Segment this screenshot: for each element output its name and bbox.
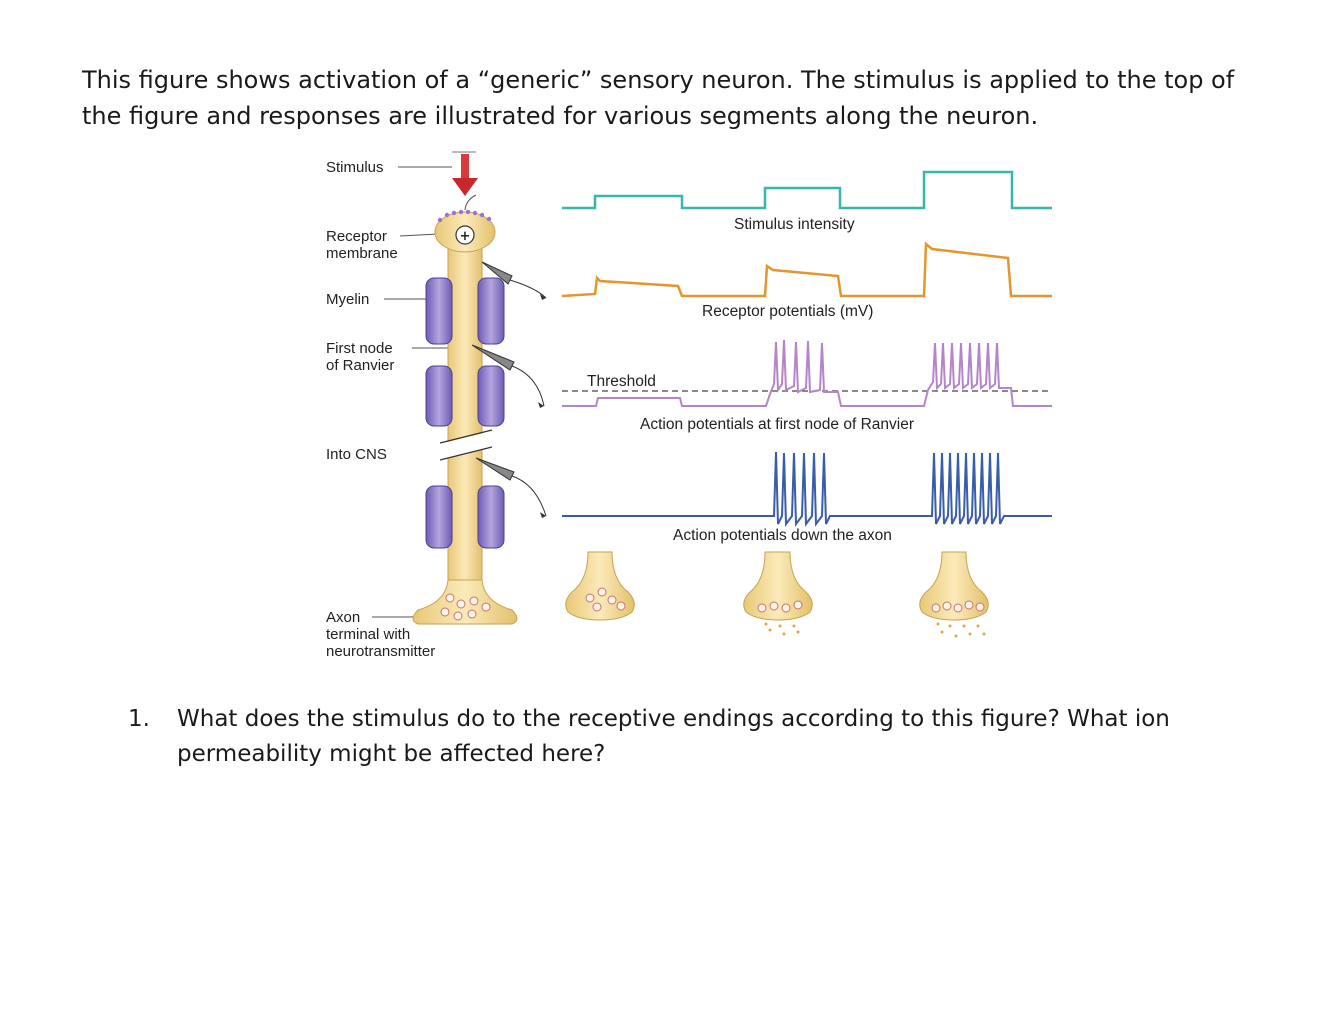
- axon-action-potentials-caption: Action potentials down the axon: [673, 527, 892, 544]
- stimulus-intensity-caption: Stimulus intensity: [734, 216, 855, 233]
- myelin-sheath-1: [425, 277, 505, 345]
- label-neurotransmitter: neurotransmitter: [326, 643, 435, 660]
- neuron-drawing: +: [412, 151, 547, 625]
- left-labels: Stimulus Receptor membrane Myelin First …: [326, 159, 452, 660]
- vesicles: [440, 593, 491, 621]
- electrode-axon: [475, 457, 547, 518]
- label-first-node: First node: [326, 340, 393, 357]
- myelin-sheath-3: [425, 485, 505, 549]
- plus-icon: [455, 225, 475, 245]
- axon-break: [438, 429, 493, 461]
- label-stimulus: Stimulus: [326, 159, 384, 176]
- intro-paragraph: This figure shows activation of a “gener…: [82, 66, 1235, 130]
- stimulus-arrow-icon: [452, 151, 478, 196]
- node-action-potentials-caption: Action potentials at first node of Ranvi…: [640, 416, 914, 433]
- question-text: What does the stimulus do to the recepti…: [177, 706, 1170, 767]
- label-terminal: terminal with: [326, 626, 410, 643]
- receptor-potentials-caption: Receptor potentials (mV): [702, 303, 873, 320]
- figure-svg: Stimulus Receptor membrane Myelin First …: [326, 151, 1052, 660]
- stimulus-intensity-trace: Stimulus intensity: [562, 170, 1052, 233]
- node-action-potential-trace: Threshold Action potentials at first nod…: [562, 339, 1052, 433]
- terminal-response-3: [919, 551, 989, 638]
- electrode-receptor: [481, 261, 547, 300]
- terminal-response-2: [743, 551, 813, 636]
- label-membrane: membrane: [326, 245, 398, 262]
- axon-action-potential-trace: Action potentials down the axon: [562, 451, 1052, 544]
- plus-symbol: +: [460, 229, 471, 244]
- label-myelin: Myelin: [326, 291, 369, 308]
- question-number: 1.: [128, 706, 150, 732]
- axon-shaft: [447, 217, 483, 599]
- label-axon: Axon: [326, 609, 360, 626]
- label-receptor: Receptor: [326, 228, 387, 245]
- label-of-ranvier: of Ranvier: [326, 357, 394, 374]
- receptor-membrane-dots: [437, 209, 492, 223]
- threshold-label: Threshold: [587, 373, 656, 390]
- sensory-neuron-figure: Stimulus Receptor membrane Myelin First …: [300, 140, 1080, 680]
- terminal-response-1: [565, 551, 635, 621]
- myelin-sheath-2: [425, 365, 505, 427]
- label-into-cns: Into CNS: [326, 446, 387, 463]
- receptor-potential-trace: Receptor potentials (mV): [561, 241, 1052, 320]
- electrode-node: [471, 344, 545, 408]
